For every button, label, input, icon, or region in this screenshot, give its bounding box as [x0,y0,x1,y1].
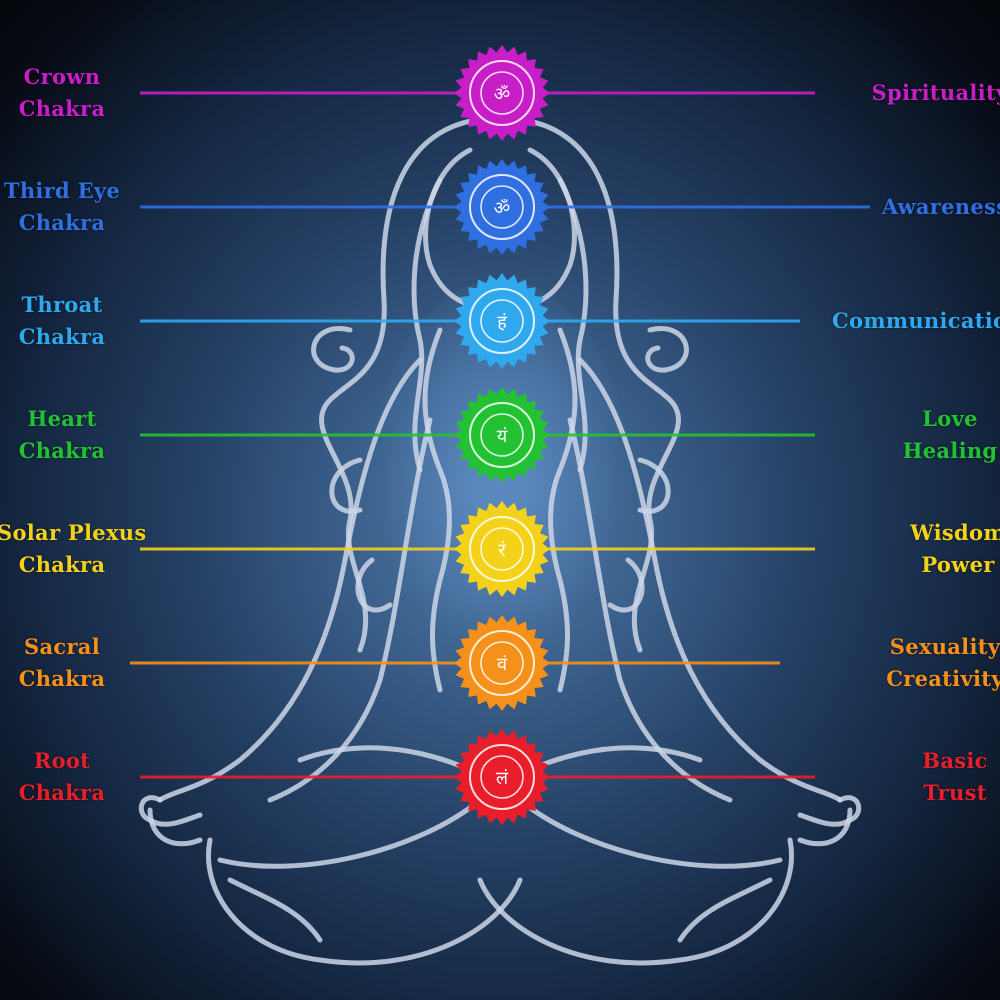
chakra-name-line: Solar Plexus [0,520,147,545]
chakra-symbol-icon: यं [497,426,508,447]
chakra-name-line: Heart [27,406,97,431]
chakra-quality-label: Awareness [865,191,1000,223]
chakra-ring [469,516,535,582]
chakra-ring [469,288,535,354]
chakra-quality-line: Power [921,552,995,577]
chakra-quality-line: Sexuality [889,634,1000,659]
chakra-ring [469,402,535,468]
chakra-quality-line: Creativity [886,666,1000,691]
chakra-name-line: Chakra [18,438,106,463]
chakra-name-line: Chakra [18,780,106,805]
chakra-ring [469,60,535,126]
chakra-emblem: हं [454,273,550,369]
chakra-petal-star [454,273,550,369]
chakra-inner-ring [480,413,524,457]
chakra-name-line: Crown [23,64,101,89]
chakra-ring [469,630,535,696]
chakra-quality-line: Awareness [881,194,1000,219]
chakra-name-line: Chakra [18,210,106,235]
chakra-name-line: Chakra [18,96,106,121]
chakra-quality-line: Communication [832,308,1000,333]
chakra-emblem: वं [454,615,550,711]
chakra-emblem: रं [454,501,550,597]
chakra-name-line: Third Eye [3,178,121,203]
chakra-inner-ring [480,185,524,229]
chakra-quality-line: Love [922,406,978,431]
chakra-symbol-icon: ॐ [494,84,510,105]
chakra-name-line: Chakra [18,324,106,349]
chakra-name-line: Root [33,748,91,773]
chakra-quality-label: Spirituality [860,77,1000,109]
chakra-inner-ring [480,299,524,343]
chakra-quality-line: Spirituality [871,80,1000,105]
chakra-inner-ring [480,755,524,799]
chakra-inner-ring [480,641,524,685]
chakra-petal-star [454,45,550,141]
chakra-ring [469,744,535,810]
chakra-petal-star [454,615,550,711]
chakra-petal-star [454,159,550,255]
chakra-name-line: Chakra [18,666,106,691]
chakra-ring [469,174,535,240]
chakra-quality-line: Wisdom [910,520,1000,545]
chakra-emblem: लं [454,729,550,825]
chakra-emblem: ॐ [454,159,550,255]
chakra-inner-ring [480,71,524,115]
chakra-emblem: ॐ [454,45,550,141]
chakra-quality-line: Trust [923,780,987,805]
chakra-name-line: Sacral [23,634,100,659]
chakra-quality-line: Healing [902,438,998,463]
chakra-inner-ring [480,527,524,571]
chakra-petal-star [454,729,550,825]
chakra-name-line: Chakra [18,552,106,577]
chakra-petal-star [454,501,550,597]
chakra-symbol-icon: हं [497,312,507,333]
chakra-petal-star [454,387,550,483]
chakra-emblem: यं [454,387,550,483]
chakra-symbol-icon: ॐ [494,198,510,219]
chakra-symbol-icon: रं [498,540,506,561]
chakra-symbol-icon: वं [497,654,508,675]
chakra-symbol-icon: लं [496,768,509,789]
chakra-name-line: Throat [21,292,103,317]
chakra-quality-label: Communication [832,305,1000,337]
chakra-quality-line: Basic [922,748,988,773]
